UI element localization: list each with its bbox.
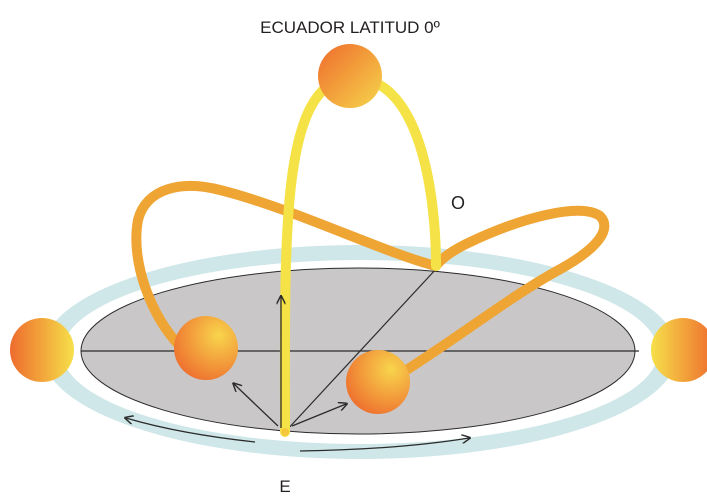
sun-left-path	[174, 316, 238, 380]
diagram-title: ECUADOR LATITUD 0º	[260, 18, 440, 37]
direction-arrows	[126, 297, 469, 452]
label-o: O	[451, 193, 465, 213]
arrow-ring-right	[299, 438, 469, 452]
sun-paths	[131, 180, 610, 386]
sun-zenith	[318, 44, 382, 108]
arrow-upper-left	[234, 384, 279, 427]
arrow-ring-left	[126, 418, 256, 443]
sun-path-left	[131, 180, 441, 351]
horizon-axes	[81, 267, 639, 433]
sun-horizon-right	[651, 318, 707, 382]
arrow-upper-right	[291, 404, 346, 427]
rising-point-e	[281, 428, 289, 436]
sun-right-path	[346, 350, 410, 414]
diagonal-axis	[284, 267, 438, 433]
sun-horizon-left	[10, 318, 74, 382]
sun-path-right	[384, 205, 610, 386]
label-e: E	[279, 477, 290, 496]
